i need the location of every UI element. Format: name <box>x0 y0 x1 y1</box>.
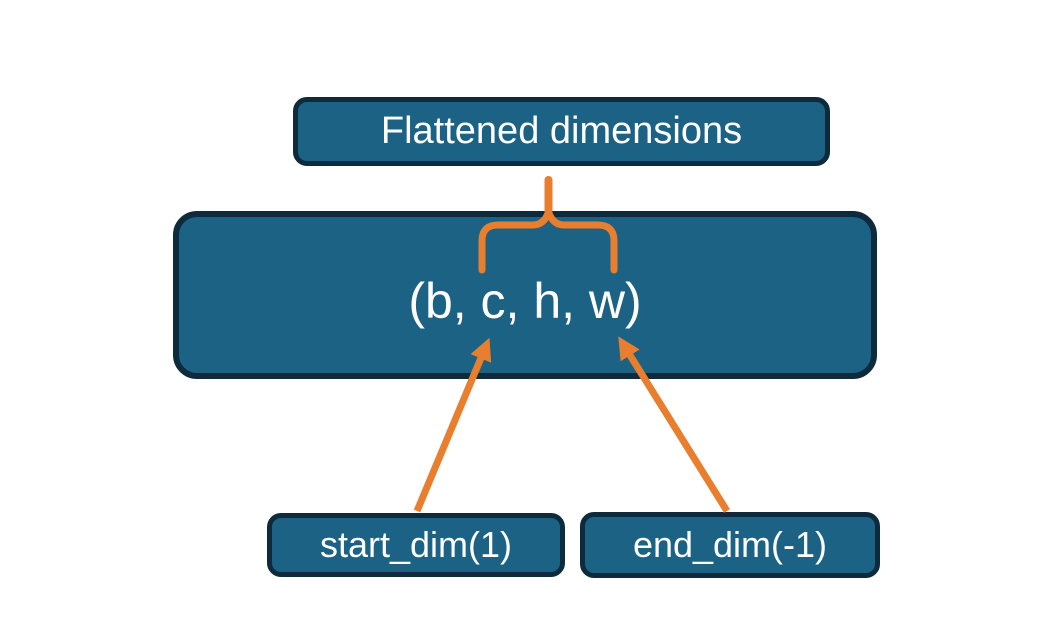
node-end-dim: end_dim(-1) <box>580 512 880 578</box>
node-tensor-shape-label: (b, c, h, w) <box>408 273 642 329</box>
node-start-dim-label: start_dim(1) <box>319 524 513 565</box>
node-flattened-dimensions: Flattened dimensions <box>293 97 830 166</box>
node-flattened-dimensions-label: Flattened dimensions <box>380 110 743 152</box>
node-start-dim: start_dim(1) <box>267 513 565 577</box>
node-tensor-shape: (b, c, h, w) <box>173 211 877 379</box>
node-end-dim-label: end_dim(-1) <box>632 524 828 565</box>
